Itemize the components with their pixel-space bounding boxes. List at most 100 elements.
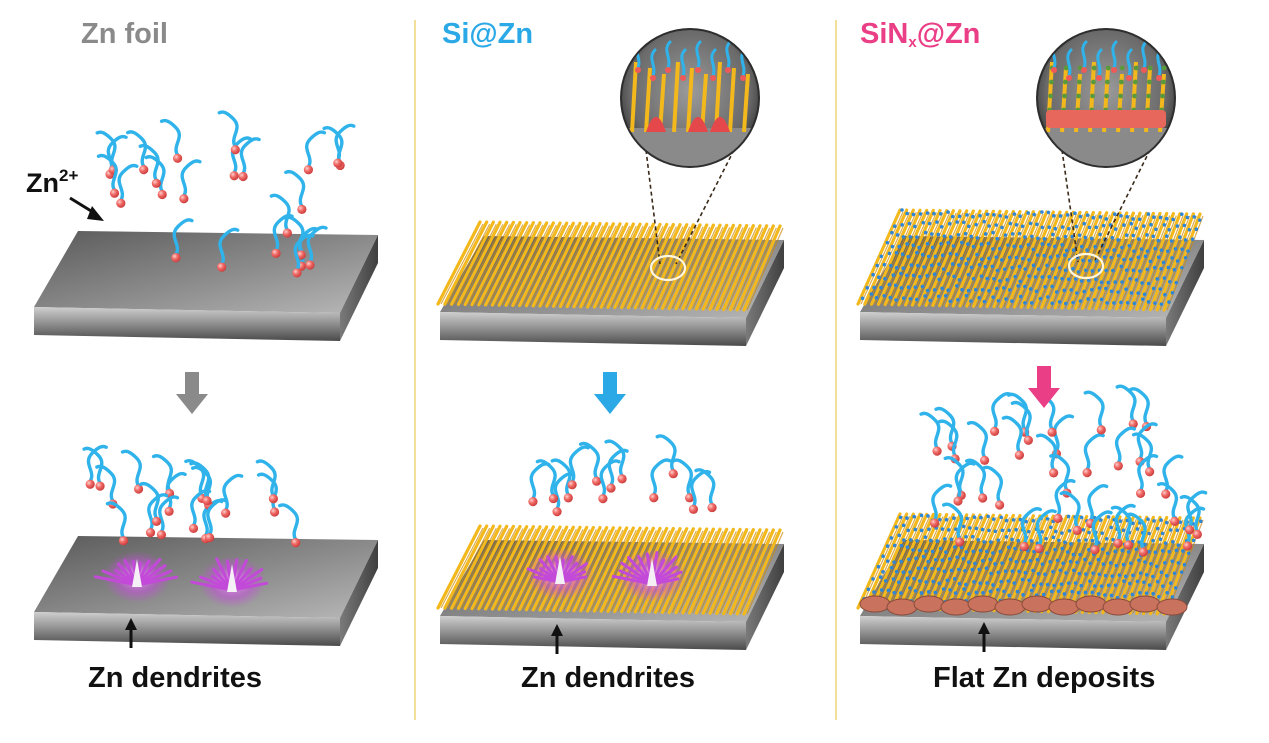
- sinx-dot: [999, 515, 1003, 520]
- sinx-dot: [982, 219, 986, 224]
- sinx-dot: [933, 557, 938, 562]
- coating-rod: [484, 221, 529, 307]
- sinx-dot: [1168, 581, 1173, 585]
- sinx-dot: [1158, 287, 1163, 291]
- sinx-dot: [977, 567, 981, 572]
- coating-rod: [490, 221, 535, 307]
- sinx-dot: [1153, 301, 1157, 305]
- inset-ion-tail: [680, 48, 687, 78]
- sinx-dot: [1004, 518, 1009, 523]
- coating-rod: [1101, 515, 1142, 615]
- sinx-dot: [952, 577, 957, 581]
- coating-rod: [742, 224, 782, 312]
- sinx-dot: [917, 245, 921, 250]
- coating-rod: [735, 224, 775, 312]
- sinx-dot: [1167, 280, 1172, 284]
- sinx-dot: [911, 548, 915, 552]
- coating-rod: [1005, 210, 1049, 309]
- coating-rod-shade: [549, 225, 591, 307]
- sinx-dot: [1004, 535, 1009, 539]
- sinx-dot: [1163, 561, 1167, 565]
- coating-rod-shade: [562, 225, 604, 307]
- ion-head: [230, 145, 240, 155]
- coating-rod-shade: [692, 531, 731, 614]
- sinx-dot: [936, 294, 941, 299]
- sinx-dot: [1015, 589, 1020, 594]
- sinx-dot: [913, 527, 918, 532]
- inset-ion-head: [1096, 75, 1102, 81]
- coating-rod: [538, 221, 582, 308]
- ion-tail: [278, 503, 300, 542]
- zn-ion: [1161, 454, 1184, 499]
- sinx-dot: [1137, 540, 1141, 544]
- coating-rod: [985, 210, 1029, 309]
- sinx-dot: [860, 296, 865, 301]
- sinx-dot: [938, 546, 943, 551]
- coating-rod: [674, 223, 715, 311]
- ion-tail: [934, 406, 956, 445]
- sinx-dot: [1008, 557, 1013, 562]
- coating-rod: [1033, 210, 1075, 310]
- sinx-dot: [1099, 584, 1104, 588]
- sinx-dot: [1098, 232, 1102, 237]
- sinx-dot: [1048, 560, 1052, 564]
- sinx-dot: [977, 296, 981, 300]
- sinx-dot: [1187, 227, 1192, 232]
- sinx-dot: [1017, 264, 1022, 269]
- sinx-dot: [1085, 248, 1089, 252]
- sinx-dot: [901, 523, 906, 528]
- coating-rod: [450, 524, 495, 610]
- zn-ion: [919, 411, 942, 456]
- ion-tail: [1114, 426, 1137, 465]
- coating-rod: [694, 527, 735, 615]
- sinx-dot: [955, 297, 960, 302]
- coating-rod: [701, 527, 742, 615]
- inset-dendrite: [688, 117, 708, 132]
- coating-rod-shade: [481, 528, 524, 610]
- sinx-dot: [1109, 255, 1113, 260]
- zn-dendrite-through-coating: [611, 550, 686, 602]
- sinx-dot: [1166, 265, 1171, 270]
- inset-ion-head: [635, 67, 641, 73]
- zn-ion: [567, 445, 590, 490]
- sinx-dot: [950, 262, 955, 266]
- zn-ions: [82, 110, 1208, 557]
- sinx-dot: [999, 258, 1004, 262]
- sinx-dot: [966, 272, 971, 277]
- sinx-dot: [1120, 245, 1124, 250]
- ion-tail: [690, 469, 712, 509]
- coating-rod: [1060, 211, 1102, 310]
- coating-rod: [1033, 514, 1075, 614]
- sinx-dot: [911, 212, 916, 217]
- coating-rod-shade: [637, 226, 677, 309]
- sinx-dot: [1073, 211, 1077, 216]
- coating-rod: [633, 222, 675, 310]
- sinx-dot: [991, 551, 995, 555]
- coating-rod: [944, 209, 989, 308]
- coating-rod: [869, 512, 915, 610]
- ion-tail: [1001, 415, 1023, 454]
- sinx-dot: [919, 591, 924, 595]
- sinx-dot: [1144, 591, 1149, 595]
- zn-ion: [1113, 426, 1137, 471]
- coating-rod: [910, 209, 955, 307]
- sinx-dot: [1149, 222, 1153, 227]
- sinx-dot: [1122, 257, 1126, 262]
- ion-tail: [599, 459, 621, 498]
- sinx-dot: [1149, 561, 1153, 566]
- sinx-dot: [1028, 558, 1033, 563]
- inset-dot: [1104, 93, 1109, 99]
- sinx-dot: [1026, 211, 1030, 215]
- coating-rod-shade: [1057, 518, 1097, 613]
- down-arrow-icon: [594, 372, 626, 414]
- inset-dot: [1161, 79, 1166, 85]
- dendrite-core: [555, 556, 565, 584]
- sinx-dot: [1089, 236, 1094, 241]
- zn-ion-base: Zn: [26, 168, 59, 198]
- coating-rod-shade: [515, 224, 557, 306]
- ion-head: [688, 504, 699, 514]
- sinx-dot: [1180, 247, 1184, 251]
- sinx-dot: [1180, 212, 1184, 217]
- coating-rod-shade: [528, 224, 571, 307]
- zn-ion: [1156, 481, 1180, 526]
